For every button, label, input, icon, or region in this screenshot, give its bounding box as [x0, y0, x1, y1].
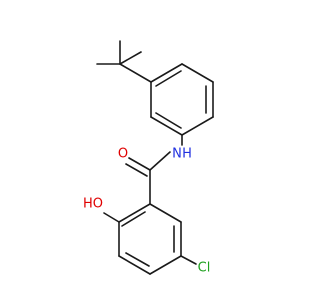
bond-ring2-f — [149, 203, 182, 223]
chlorine-label: Cl — [198, 261, 211, 276]
bond-tbutyl-methyl-right — [119, 51, 142, 65]
bond-ring-chlorine — [180, 255, 197, 265]
hydroxyl-label: HO — [83, 197, 103, 212]
bond-ring1-d — [181, 116, 214, 136]
bond-ring1-e-inner — [155, 112, 182, 129]
bond-ring2-a — [118, 203, 151, 223]
bonds — [96, 40, 214, 275]
carbonyl-oxygen-label: O — [118, 147, 128, 162]
bond-ring1-e — [150, 116, 183, 136]
bond-ring2-c-inner — [125, 252, 150, 267]
bond-ring2-a-inner — [121, 211, 146, 227]
amide-hydrogen-label: H — [182, 147, 192, 162]
bond-ring1-b — [181, 63, 214, 83]
bond-nitrogen-carbonyl — [149, 151, 171, 171]
bond-carbonyl-oxygen-2 — [125, 163, 148, 177]
molecule-diagram: O N H HO Cl — [83, 40, 214, 276]
atom-labels: O N H HO Cl — [83, 147, 210, 276]
bond-ring1-a — [150, 63, 183, 83]
bond-tbutyl-ring — [119, 63, 152, 83]
bond-ring-hydroxyl — [103, 212, 120, 223]
bond-ring2-c — [118, 255, 151, 275]
bond-carbonyl-oxygen-1 — [128, 157, 151, 171]
bond-ring1-a-inner — [155, 70, 182, 87]
amide-nitrogen-label: N — [172, 147, 182, 162]
bond-ring2-d — [149, 255, 182, 275]
